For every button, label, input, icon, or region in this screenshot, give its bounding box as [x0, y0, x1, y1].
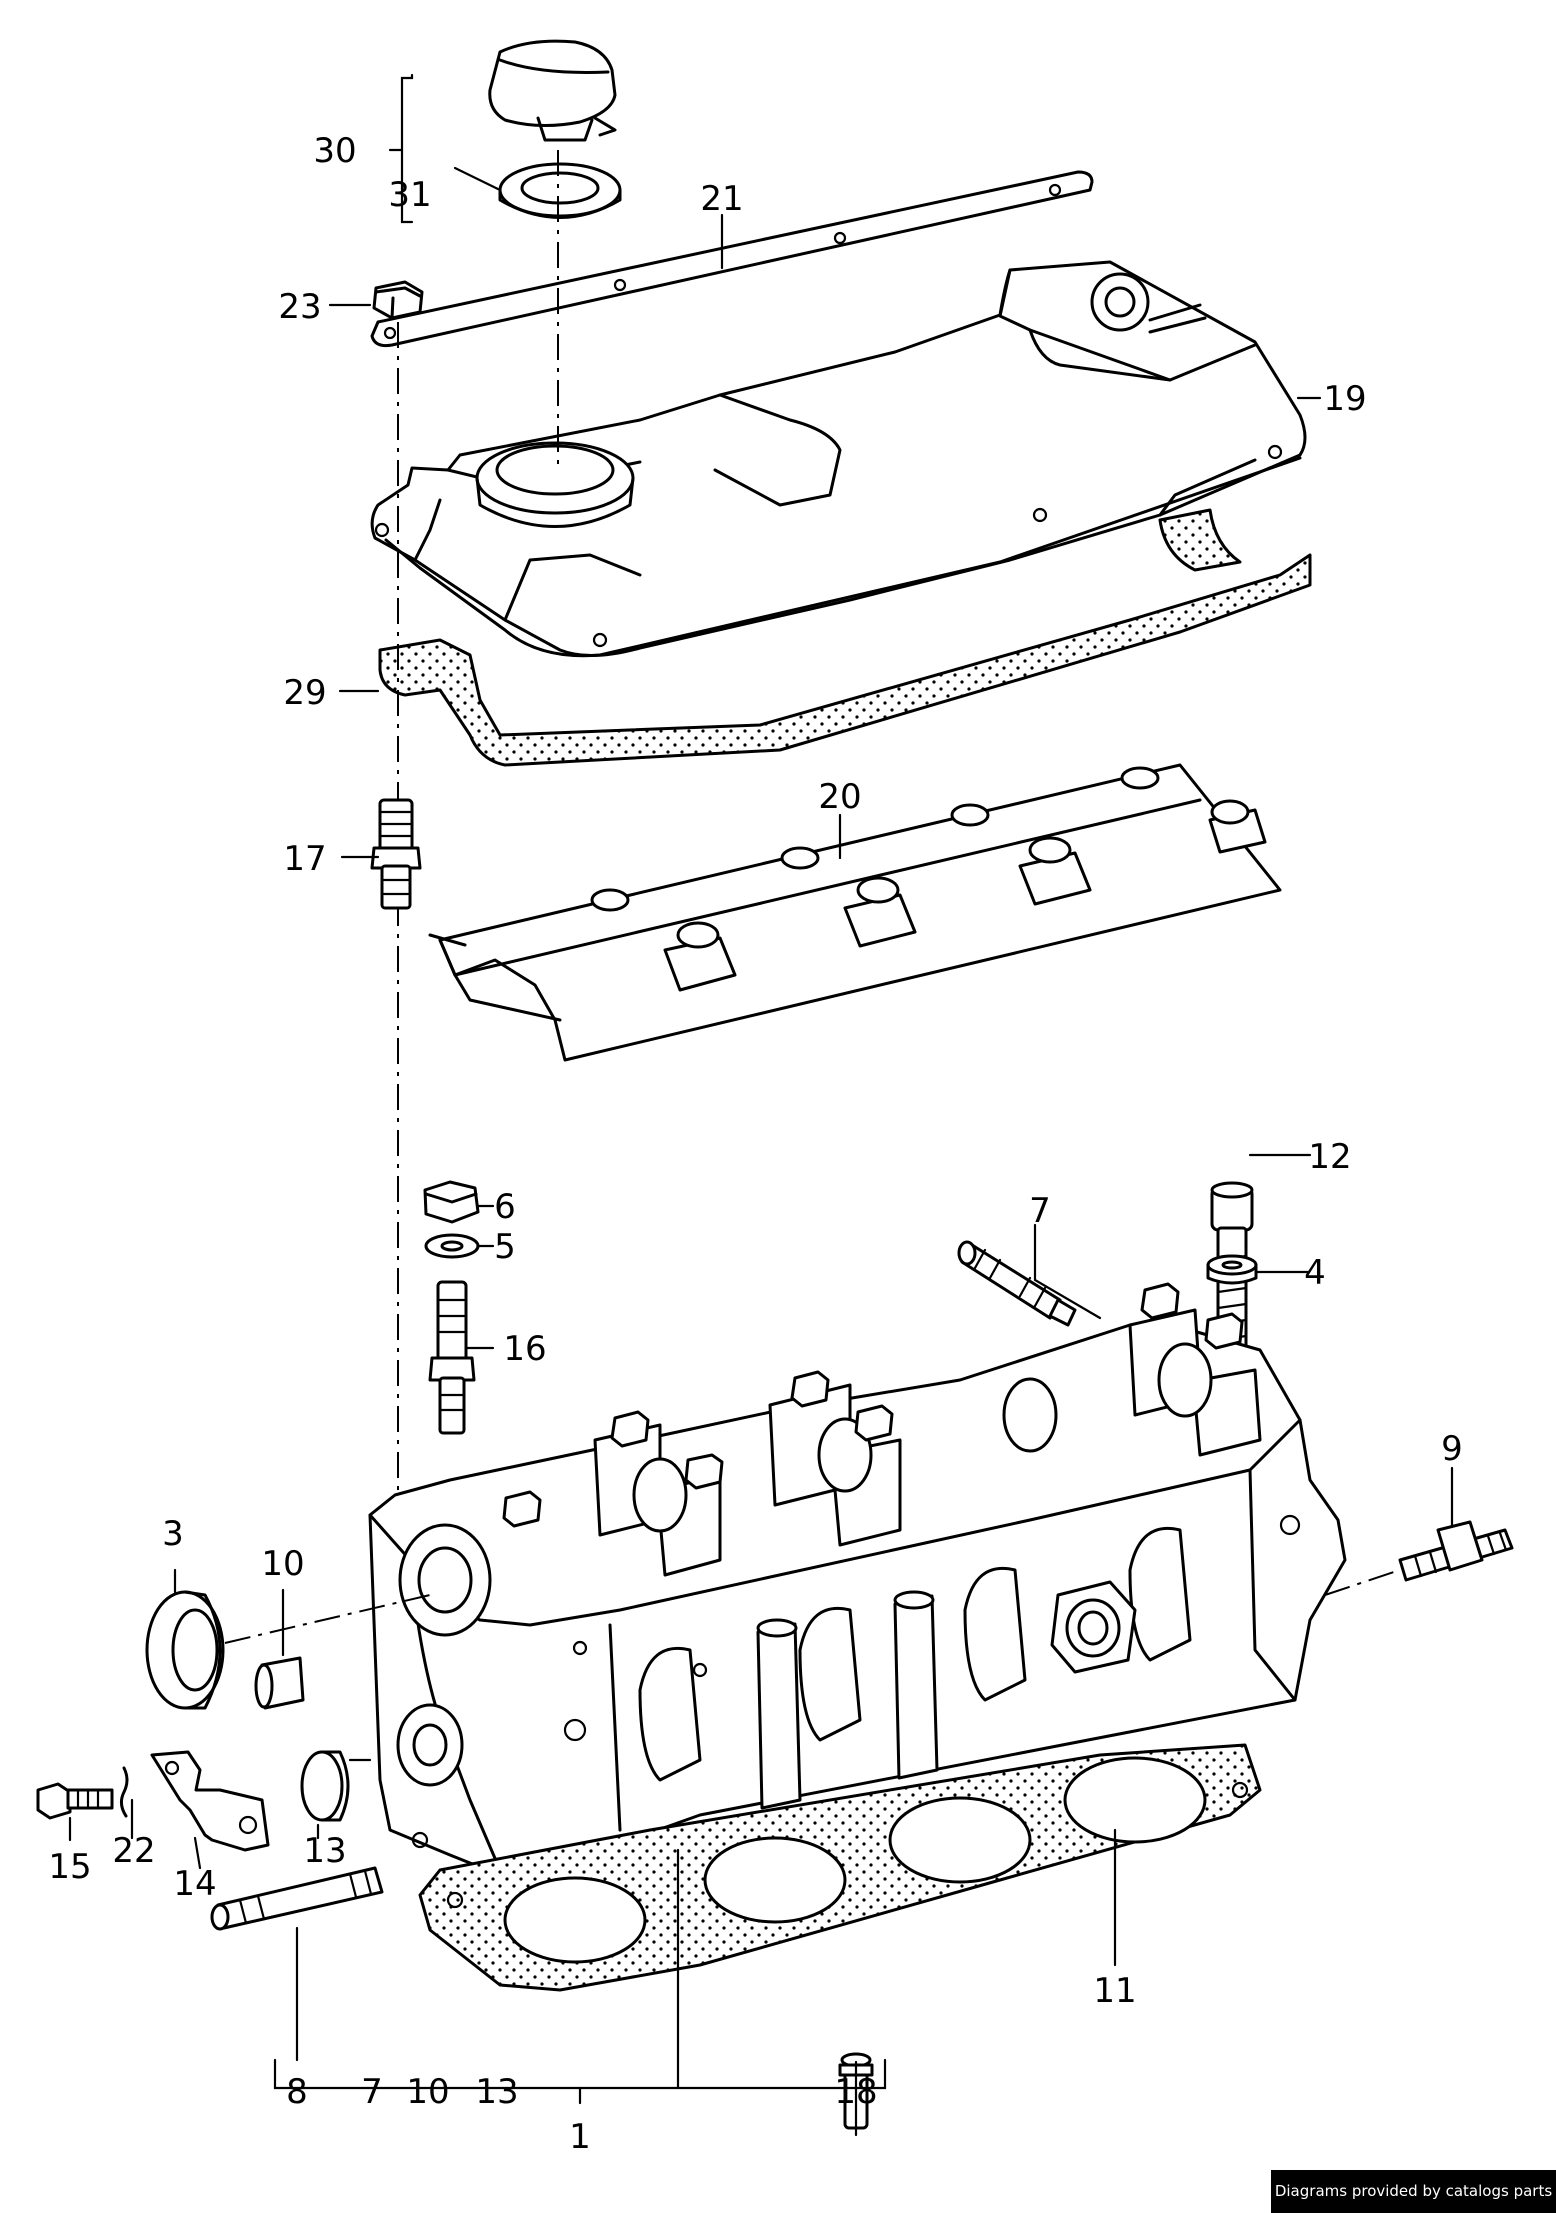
callout-18: 18	[834, 2072, 877, 2112]
callout-31: 31	[388, 175, 431, 215]
callout-15: 15	[48, 1847, 91, 1887]
center-line	[224, 1594, 431, 1644]
callout-6: 6	[494, 1187, 516, 1227]
callout-9: 9	[1441, 1429, 1463, 1469]
credit-text: Diagrams provided by catalogs parts	[1274, 2182, 1553, 2200]
stud-17	[370, 798, 422, 910]
center-line	[1324, 1569, 1401, 1596]
oil-deflector	[428, 763, 1282, 1062]
leader-lines	[68, 73, 1454, 2137]
callout-21: 21	[700, 179, 743, 219]
oil-filler-cap	[488, 39, 617, 142]
valve-cover	[370, 260, 1307, 658]
long-stud-8	[210, 1866, 384, 1931]
filler-cap-seal	[498, 162, 622, 219]
callout-7-bottom: 7	[361, 2072, 383, 2112]
callout-7-top: 7	[1029, 1191, 1051, 1231]
stud-16	[428, 1280, 476, 1435]
half-moon-seal	[1158, 508, 1242, 572]
stud-9	[1398, 1520, 1514, 1582]
callout-3: 3	[162, 1514, 184, 1554]
callout-8: 8	[286, 2072, 308, 2112]
stud-7	[957, 1240, 1077, 1327]
washer-4	[1206, 1254, 1258, 1285]
hex-nut-6	[423, 1180, 480, 1224]
callout-17: 17	[283, 839, 326, 879]
plug-10	[254, 1656, 305, 1710]
callout-29: 29	[283, 673, 326, 713]
callout-11: 11	[1093, 1971, 1136, 2011]
callout-20: 20	[818, 777, 861, 817]
camshaft-seal	[145, 1590, 225, 1710]
bracket-14	[150, 1750, 270, 1852]
callout-30: 30	[313, 131, 356, 171]
callout-22: 22	[112, 1831, 155, 1871]
callout-13-bottom: 13	[475, 2072, 518, 2112]
cylinder-head	[368, 1282, 1347, 1877]
callout-5: 5	[494, 1227, 516, 1267]
callout-12: 12	[1308, 1137, 1351, 1177]
valve-cover-gasket	[378, 553, 1312, 767]
callout-16: 16	[503, 1329, 546, 1369]
callout-10-bottom: 10	[406, 2072, 449, 2112]
cylinder-head-gasket	[418, 1743, 1262, 1992]
gasket-strip-holes	[383, 183, 1062, 340]
credit-banner: Diagrams provided by catalogs parts	[1271, 2170, 1556, 2213]
callout-23: 23	[278, 287, 321, 327]
callout-14: 14	[173, 1864, 216, 1904]
callout-19: 19	[1323, 379, 1366, 419]
bolt-15	[36, 1782, 114, 1820]
lock-washer-22	[119, 1766, 129, 1818]
cap-nut	[372, 280, 424, 320]
cover-gasket-strip	[370, 170, 1094, 348]
callout-13-mid: 13	[303, 1831, 346, 1871]
callout-4: 4	[1304, 1253, 1326, 1293]
callout-10-mid: 10	[261, 1544, 304, 1584]
callout-1: 1	[569, 2117, 591, 2157]
plug-13	[300, 1750, 350, 1822]
